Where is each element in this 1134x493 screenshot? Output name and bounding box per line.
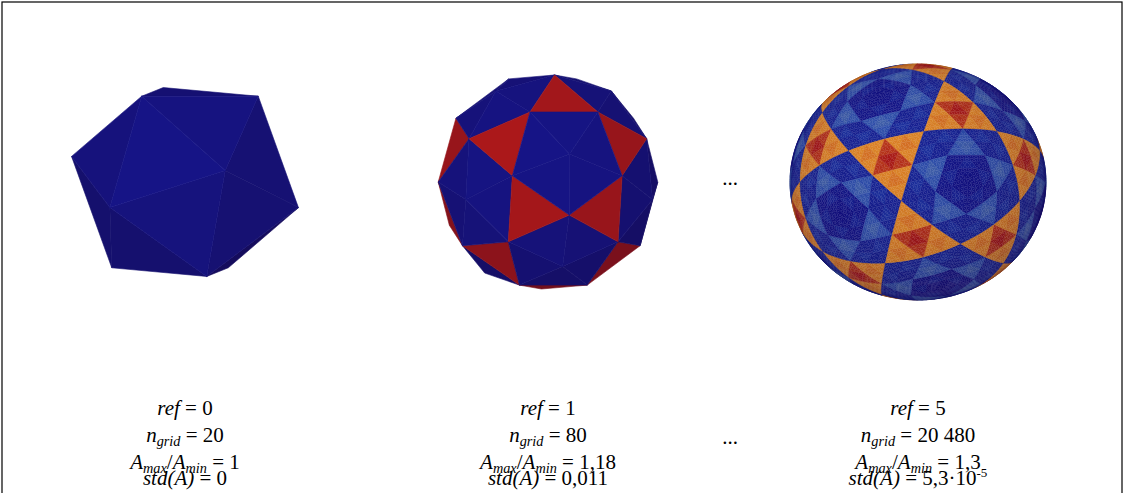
- refined-sphere: [438, 75, 658, 289]
- refined-sphere: [790, 64, 1046, 300]
- refined-sphere: [72, 88, 299, 277]
- grid-cell: [519, 285, 587, 289]
- sphere-group: [72, 64, 1046, 300]
- grid-cell: [142, 88, 259, 97]
